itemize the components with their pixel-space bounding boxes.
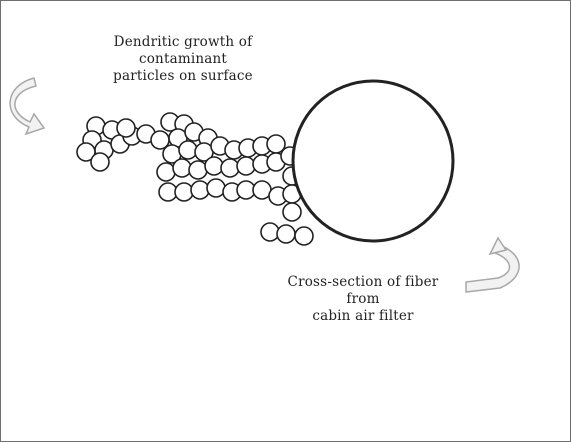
fiber-label-line-2: from [238, 291, 488, 308]
dendritic-growth-label-line-3: particles on surface [58, 68, 308, 85]
particle-circle [175, 183, 193, 201]
particle-circle [261, 223, 279, 241]
fiber-cross-section [293, 81, 453, 241]
fiber-cross-section-label: Cross-section of fiber from cabin air fi… [238, 274, 488, 325]
dendritic-growth-label-line-2: contaminant [58, 51, 308, 68]
particle-circle [173, 159, 191, 177]
particle-circle [191, 181, 209, 199]
dendritic-growth-label-line-1: Dendritic growth of [58, 34, 308, 51]
left-curved-arrow-icon [10, 78, 44, 134]
particle-circle [207, 179, 225, 197]
particle-circle [91, 153, 109, 171]
fiber-label-line-3: cabin air filter [238, 308, 488, 325]
dendritic-growth-label: Dendritic growth of contaminant particle… [58, 34, 308, 85]
contaminant-particles [77, 113, 313, 245]
particle-circle [283, 203, 301, 221]
particle-circle [179, 141, 197, 159]
particle-circle [237, 157, 255, 175]
particle-circle [157, 163, 175, 181]
particle-circle [295, 227, 313, 245]
particle-circle [221, 159, 239, 177]
particle-circle [117, 119, 135, 137]
particle-circle [277, 225, 295, 243]
particle-circle [205, 157, 223, 175]
particle-circle [189, 161, 207, 179]
fiber-label-line-1: Cross-section of fiber [238, 274, 488, 291]
